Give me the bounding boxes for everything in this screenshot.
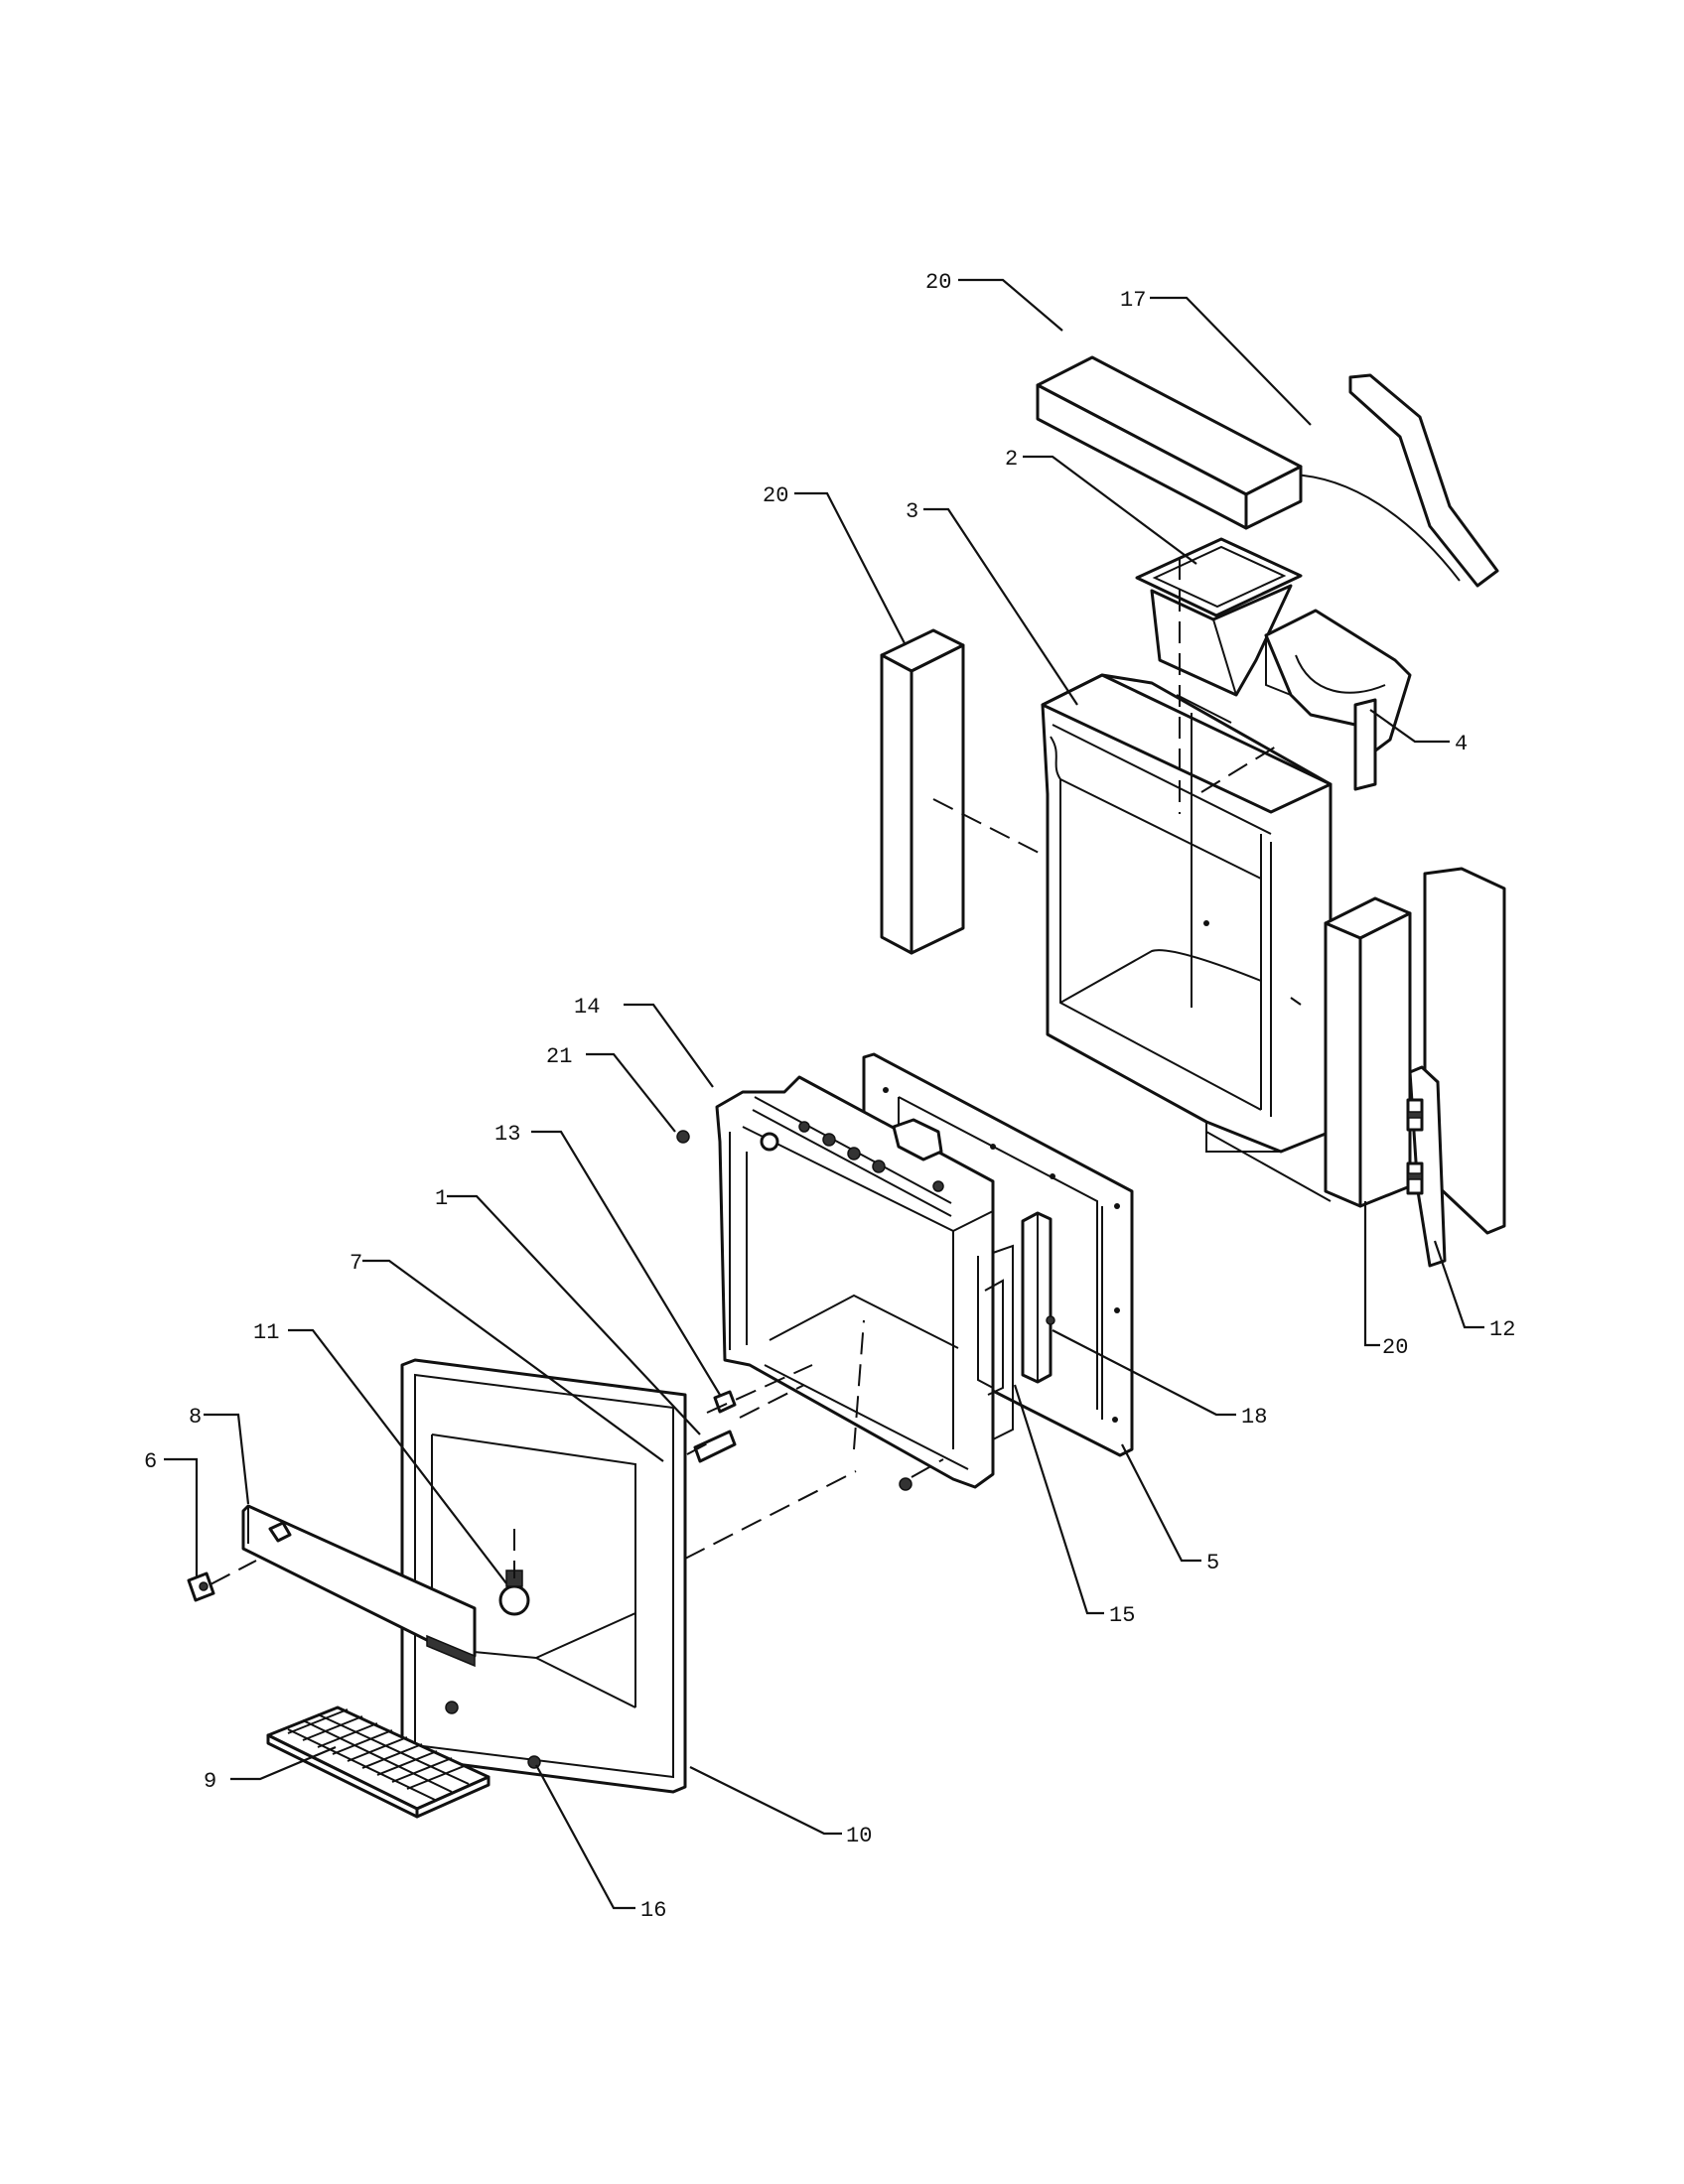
callout-label-15: 15 (1109, 1603, 1135, 1628)
callout-label-20-left: 20 (763, 483, 788, 508)
part-20-right-insulation-block (1324, 896, 1412, 1208)
callout-labels: 20 17 2 20 3 4 14 21 13 1 7 11 8 6 12 20… (144, 270, 1515, 1923)
callout-label-2: 2 (1005, 447, 1018, 472)
callout-label-4: 4 (1455, 732, 1468, 756)
lower-screw (899, 1477, 912, 1491)
assembly-lines-lower (210, 1319, 944, 1585)
part-15-inner-edge (984, 1279, 1004, 1396)
callout-label-13: 13 (494, 1122, 520, 1147)
part-9-drip-grille (266, 1706, 491, 1819)
part-14-dispenser-housing (715, 1075, 1014, 1489)
part-12-side-panel (1406, 867, 1506, 1268)
part-20-left-insulation-block (880, 628, 965, 955)
callout-label-16: 16 (640, 1898, 666, 1923)
callout-label-3: 3 (906, 499, 918, 524)
callout-label-20-lower: 20 (1382, 1335, 1408, 1360)
part-16-screw-a (445, 1701, 459, 1714)
part-4-side-bracket (1264, 609, 1412, 791)
part-18-vertical-strip (1021, 1211, 1052, 1384)
callout-label-12: 12 (1489, 1317, 1515, 1342)
callout-label-9: 9 (204, 1769, 216, 1794)
part-10-front-bezel (400, 1358, 687, 1794)
callout-label-7: 7 (350, 1251, 362, 1276)
liner-bottom-edge (1205, 1131, 1332, 1202)
callout-label-10: 10 (846, 1824, 872, 1848)
part-16-screw-b (527, 1755, 541, 1769)
callout-label-11: 11 (253, 1320, 279, 1345)
callout-label-17: 17 (1120, 288, 1146, 313)
callout-label-20-top: 20 (925, 270, 951, 295)
part-20-top-insulation-block (1036, 355, 1303, 530)
callout-label-21: 21 (546, 1044, 572, 1069)
callout-label-6: 6 (144, 1449, 157, 1474)
callout-leaders (164, 278, 1484, 1910)
callout-label-18: 18 (1241, 1405, 1267, 1430)
callout-label-5: 5 (1206, 1551, 1219, 1575)
part-2-chute-cap (1135, 537, 1303, 697)
part-18-screw (1046, 1315, 1055, 1325)
assembly-lines-upper (932, 558, 1302, 1006)
part-3-liner-housing (1041, 673, 1333, 1154)
part-6-switch-button (199, 1581, 209, 1591)
part-21-fastener (676, 1130, 690, 1144)
part-8-light-bar (241, 1504, 477, 1668)
callout-label-14: 14 (574, 995, 600, 1020)
callout-label-1: 1 (435, 1186, 448, 1211)
callout-label-8: 8 (189, 1405, 202, 1430)
part-1-switch-bracket (693, 1430, 737, 1463)
part-17-seal-strip (1290, 373, 1499, 588)
